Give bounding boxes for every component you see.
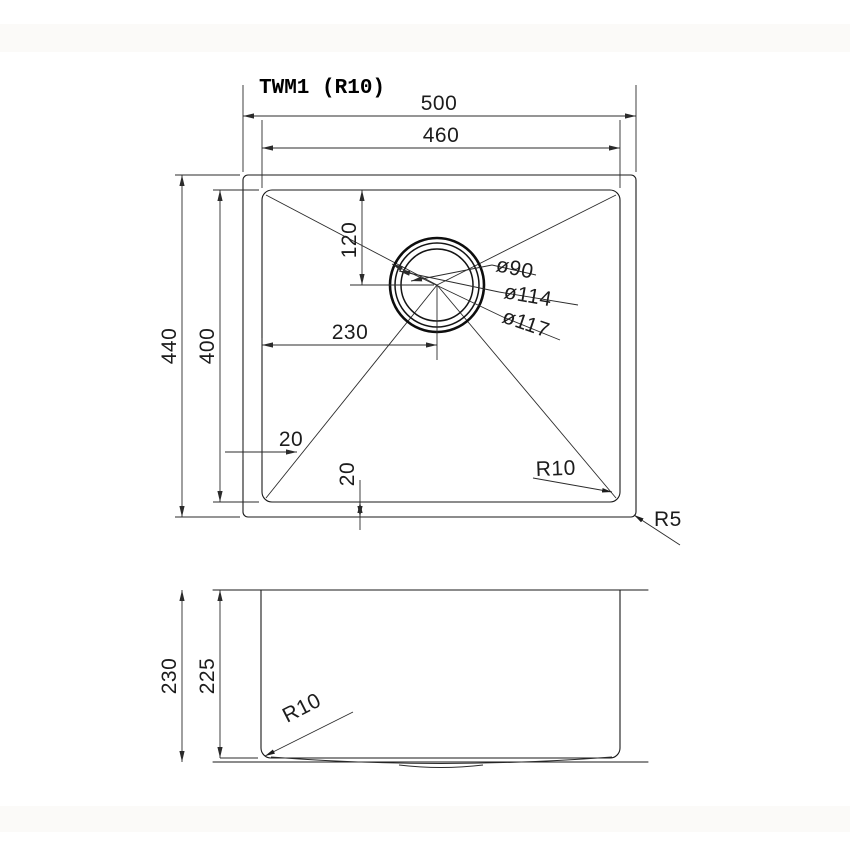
sheet-bottom-band [0,806,850,832]
dim-label-drain-offset-left: 230 [332,321,369,344]
plan-outer-rim-outline [242,174,637,518]
elev-floor-slope-curve [270,756,613,764]
leader-line-r5-plan [633,514,681,546]
plan-inner-bowl-outline [261,189,621,503]
sheet-top-band [0,24,850,52]
dim-label-overall-width: 500 [421,92,458,115]
dim-label-rim-offset-left: 20 [279,428,303,451]
dim-label-inner-width: 460 [423,124,460,147]
leader-line-d117 [391,263,504,318]
dim-label-drain-outer-diameter: ø117 [499,305,552,342]
dim-label-inner-corner-radius: R10 [535,457,576,481]
leader-line-d90 [410,264,493,282]
dim-label-elev-corner-radius: R10 [279,689,325,728]
dim-label-bowl-depth: 225 [196,658,219,695]
leader-line-r10-elev [264,711,354,757]
leader-line-r10-plan [532,477,613,493]
dim-label-overall-depth: 440 [158,328,181,365]
elev-bowl-profile [260,589,621,759]
dim-label-drain-inner-diameter: ø90 [494,253,536,283]
leader-shelf-d90 [491,264,537,276]
plan-slope-line-top-left [265,194,438,286]
leader-shelf-d114 [498,291,579,306]
dim-label-rim-offset-bottom: 20 [336,462,359,486]
leader-shelf-d117 [502,316,561,341]
plan-slope-line-bottom-left [265,284,438,499]
elev-drain-bump [398,764,484,768]
dim-label-outer-corner-radius: R5 [654,508,682,531]
drawing-title: TWM1 (R10) [259,77,385,100]
dim-label-drain-offset-top: 120 [338,222,361,259]
dim-label-overall-height: 230 [158,658,181,695]
leader-line-d114 [398,270,500,293]
dim-label-inner-depth: 400 [196,328,219,365]
